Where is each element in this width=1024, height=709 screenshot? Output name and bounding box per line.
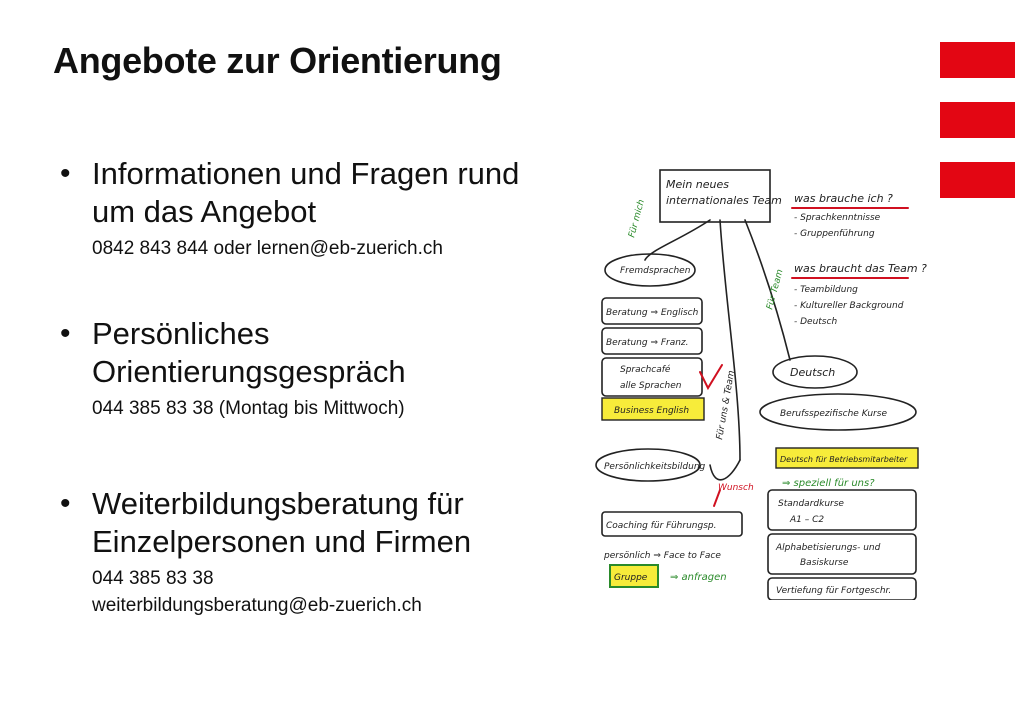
standard-text: A1 – C2 [789,515,824,525]
bullet-contact: 044 385 83 38 (Montag bis Mittwoch) [92,398,405,419]
deutsch-label: Deutsch [790,366,835,379]
mindmap-svg: Mein neues internationales Team was brau… [595,169,927,600]
page-title: Angebote zur Orientierung [53,40,502,81]
highlight-deutsch-betrieb [775,447,919,469]
fs-item: alle Sprachen [620,381,682,391]
center-text-2: internationales Team [666,194,782,207]
deutsch-item: Deutsch für Betriebsmitarbeiter [780,455,908,464]
wunsch-arrow [713,489,721,507]
bullet-contact: 044 385 83 38 weiterbildungsberatung@eb-… [92,568,422,616]
bullet-heading: Informationen und Fragen rund um das Ang… [92,156,520,229]
center-text-1: Mein neues [666,178,729,191]
q1-text: was brauche ich ? [794,192,893,205]
center-box [659,169,771,223]
alpha-text: Basiskurse [800,558,849,568]
fs-item: Business English [614,406,689,416]
bullet-dot: • [60,317,71,350]
logo-bar-top [940,42,1015,78]
q1-item: - Sprachkenntnisse [794,213,881,223]
persoenlichkeit-cloud [595,448,701,482]
fs-item: Beratung ⇒ Franz. [606,338,689,348]
branch-line [719,219,741,461]
berufsspez-label: Berufsspezifische Kurse [780,409,887,419]
bullet-contact: 0842 843 844 oder lernen@eb-zuerich.ch [92,238,443,259]
persoenlichkeit-label: Persönlichkeitsbildung [604,462,706,472]
fremdsprachen-cloud [604,253,696,287]
branch-fuer-team: Für Team [765,268,785,311]
q1-item: - Gruppenführung [794,229,875,239]
deutsch-cloud [772,355,858,389]
bullet-heading: Weiterbildungsberatung für Einzelpersone… [92,486,472,559]
vertiefung-text: Vertiefung für Fortgeschr. [776,586,891,596]
persoenlich-text: persönlich ⇒ Face to Face [603,551,721,561]
q2-item: - Teambildung [794,285,858,295]
alpha-text: Alphabetisierungs- und [775,543,881,553]
logo-bar-middle [940,102,1015,138]
q2-text: was braucht das Team ? [794,262,927,275]
q2-item: - Deutsch [794,317,837,327]
branch-line [744,219,791,361]
bullet-heading: Persönliches Orientierungsgespräch [92,316,406,389]
fs-item: Sprachcafé [620,364,671,375]
standard-text: Standardkurse [778,499,844,509]
bullet-dot: • [60,157,71,190]
bullet-weiterbildungsberatung: • Weiterbildungsberatung für Einzelperso… [58,485,471,619]
bullet-orientierungsgespraech: • Persönliches Orientierungsgespräch 044… [58,315,406,422]
anfragen-text: ⇒ anfragen [670,572,727,583]
wunsch-text: Wunsch [718,483,754,493]
q2-item: - Kultureller Background [794,301,904,311]
branch-line [644,219,711,261]
branch-fuer-mich: Für mich [627,198,647,239]
highlight-business-english [601,397,705,421]
coaching-text: Coaching für Führungsp. [606,521,716,531]
branch-fuer-uns: Für uns & Team [715,370,737,441]
highlight-gruppe [609,564,659,588]
checkmark [699,364,723,391]
branch-line [709,459,741,481]
fs-item: Beratung ⇒ Englisch [606,308,699,318]
bullet-info: • Informationen und Fragen rund um das A… [58,155,519,262]
mindmap-sketch: Mein neues internationales Team was brau… [590,160,935,600]
bullet-dot: • [60,487,71,520]
logo-bar-bottom [940,162,1015,198]
gruppe-text: Gruppe [614,573,648,583]
berufsspez-cloud [759,393,917,431]
fremdsprachen-label: Fremdsprachen [620,266,691,276]
speziell-text: ⇒ speziell für uns? [782,478,875,489]
